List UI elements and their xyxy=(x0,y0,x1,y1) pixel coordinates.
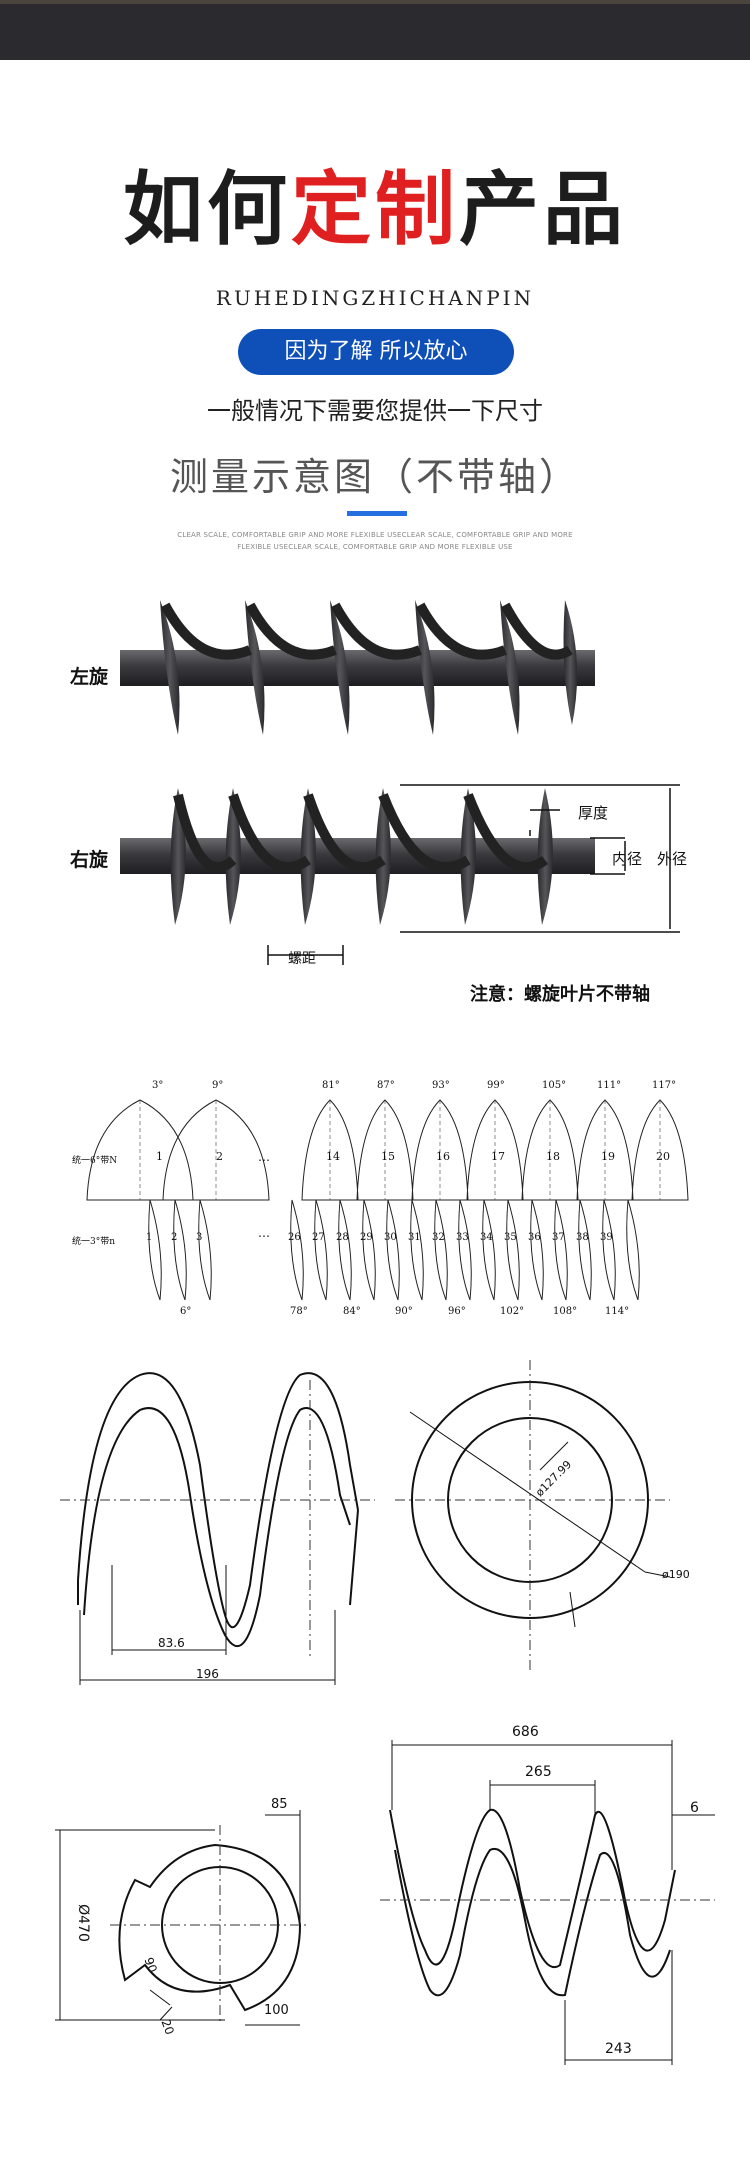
bottom-angle-label: 108° xyxy=(553,1306,578,1317)
drawing-ring-view xyxy=(395,1360,671,1672)
dim-265: 265 xyxy=(525,1764,552,1780)
page-title: 如何定制产品 xyxy=(0,170,750,250)
bottom-blade-number: 39 xyxy=(600,1232,613,1243)
right-hand-label: 右旋 xyxy=(70,849,109,871)
subtitle: 一般情况下需要您提供一下尺寸 xyxy=(207,397,543,425)
screw-photo xyxy=(120,600,680,965)
blade-diagram xyxy=(86,1099,689,1301)
title-part3: 产品 xyxy=(459,163,627,256)
bottom-angle-label: 96° xyxy=(448,1306,466,1317)
left-shaft xyxy=(120,650,595,686)
top-blade-number: 20 xyxy=(656,1150,670,1163)
bottom-blade-number: 28 xyxy=(336,1232,349,1243)
top-blade-number: 2 xyxy=(216,1150,223,1163)
dim-length-196: 196 xyxy=(196,1667,219,1681)
top-angle-label: 81° xyxy=(322,1080,340,1091)
dim-85: 85 xyxy=(271,1797,288,1812)
title-pinyin: RUHEDINGZHICHANPIN xyxy=(215,286,535,310)
bottom-angle-label: 84° xyxy=(343,1306,361,1317)
bottom-blade-number: 27 xyxy=(312,1232,325,1243)
top-blade-number: 1 xyxy=(156,1150,163,1163)
bottom-blade-number: 34 xyxy=(480,1232,493,1243)
bottom-blade-number: 31 xyxy=(408,1232,421,1243)
drawing-spiral-dims xyxy=(380,1740,715,2065)
top-angle-label: 111° xyxy=(597,1080,622,1091)
inner-dia-label: 内径 xyxy=(612,850,643,868)
bottom-blade-number: 33 xyxy=(456,1232,469,1243)
top-blade-number: 18 xyxy=(546,1150,560,1163)
top-angle-label: 93° xyxy=(432,1080,450,1091)
bottom-angle-label: 78° xyxy=(290,1306,308,1317)
heading-underline xyxy=(347,511,407,516)
drawing-side-view xyxy=(60,1372,375,1685)
dim-pitch-83: 83.6 xyxy=(158,1636,185,1650)
row2-label: 统一3°带n xyxy=(72,1237,116,1247)
top-angle-label: 3° xyxy=(152,1080,164,1091)
bottom-blade-number: 26 xyxy=(288,1232,301,1243)
bottom-blade-number: 2 xyxy=(171,1232,178,1243)
banner-edge xyxy=(0,0,750,4)
bottom-blade-number: 37 xyxy=(552,1232,565,1243)
dim-100: 100 xyxy=(264,2003,289,2018)
pitch-label: 螺距 xyxy=(288,951,316,967)
bottom-blade-number: 30 xyxy=(384,1232,397,1243)
drawing-flat-pattern xyxy=(55,1810,310,2026)
left-hand-label: 左旋 xyxy=(70,666,109,688)
ellipsis-bottom: … xyxy=(258,1226,270,1240)
bottom-blade-number: 35 xyxy=(504,1232,517,1243)
row1-label: 统一6°带N xyxy=(72,1156,118,1166)
title-part1: 如何 xyxy=(123,163,291,256)
top-angle-label: 105° xyxy=(542,1080,567,1091)
bottom-angle-label: 102° xyxy=(500,1306,525,1317)
bottom-blade-number: 3 xyxy=(196,1232,203,1243)
top-blade-number: 15 xyxy=(381,1150,395,1163)
dim-outer-dia: ø190 xyxy=(662,1568,690,1581)
bottom-blade-number: 36 xyxy=(528,1232,541,1243)
bottom-blade-number: 32 xyxy=(432,1232,445,1243)
dim-thick-6: 6 xyxy=(690,1800,699,1816)
top-blade-number: 14 xyxy=(326,1150,340,1163)
top-angle-label: 87° xyxy=(377,1080,395,1091)
dim-dia-470: Ø470 xyxy=(74,1904,91,1942)
outer-dia-label: 外径 xyxy=(657,850,688,868)
top-blade-number: 19 xyxy=(601,1150,615,1163)
slogan-pill: 因为了解 所以放心 xyxy=(238,329,514,375)
dim-243: 243 xyxy=(605,2041,632,2057)
note-label: 注意：螺旋叶片不带轴 xyxy=(470,984,650,1005)
top-banner xyxy=(0,0,750,60)
bottom-angle-label: 90° xyxy=(395,1306,413,1317)
bottom-blade-number: 29 xyxy=(360,1232,373,1243)
bottom-blade-number: 1 xyxy=(146,1232,153,1243)
top-blade-number: 17 xyxy=(491,1150,505,1163)
bottom-angle-label: 6° xyxy=(180,1306,192,1317)
fine-print-1: CLEAR SCALE, COMFORTABLE GRIP AND MORE F… xyxy=(177,531,573,539)
thickness-label: 厚度 xyxy=(578,804,609,822)
fine-print-2: FLEXIBLE USECLEAR SCALE, COMFORTABLE GRI… xyxy=(237,543,513,551)
top-angle-label: 99° xyxy=(487,1080,505,1091)
section-heading: 测量示意图（不带轴） xyxy=(169,455,580,499)
dim-686: 686 xyxy=(512,1724,539,1740)
bottom-angle-label: 114° xyxy=(605,1306,630,1317)
bottom-blade-number: 38 xyxy=(576,1232,589,1243)
top-angle-label: 117° xyxy=(652,1080,677,1091)
title-part2: 定制 xyxy=(291,163,459,256)
top-blade-number: 16 xyxy=(436,1150,450,1163)
top-angle-label: 9° xyxy=(212,1080,224,1091)
ellipsis-top: … xyxy=(258,1150,270,1164)
